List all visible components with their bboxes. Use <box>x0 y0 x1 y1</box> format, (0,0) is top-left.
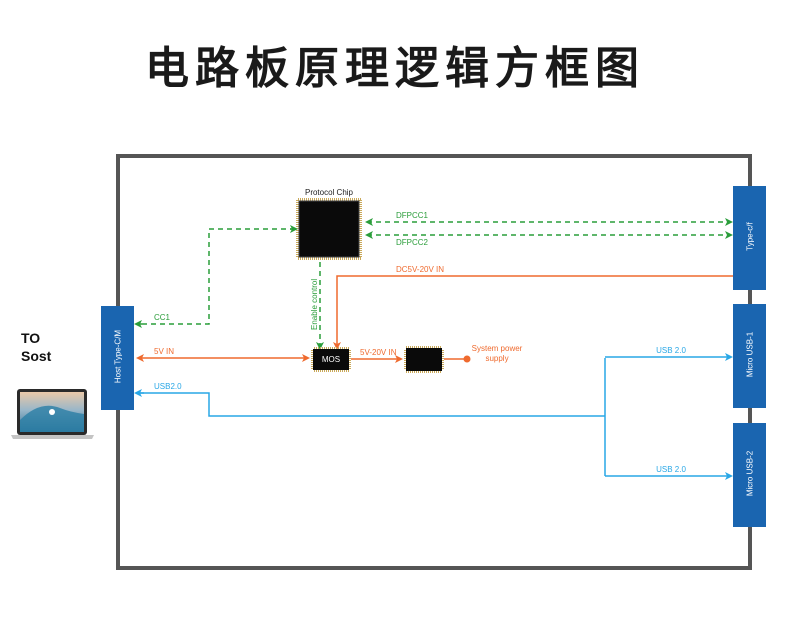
micro-usb-1-port: Micro USB-1 <box>733 304 766 408</box>
usb-host-label: USB2.0 <box>154 382 182 391</box>
host-label-line1: TO <box>21 330 41 346</box>
host-typec-port: Host Type-C/M <box>101 306 134 410</box>
diagram-title: 电路板原理逻辑方框图 <box>145 43 645 94</box>
mos-out-label: 5V-20V IN <box>360 348 397 357</box>
five-v-in-label: 5V IN <box>154 347 174 356</box>
host-label-line2: Sost <box>21 348 52 364</box>
usb-host-line <box>139 392 605 417</box>
system-power-label-line1: System power <box>472 344 523 353</box>
micro-usb-2-port: Micro USB-2 <box>733 423 766 527</box>
enable-control-label: Enable control <box>310 279 319 330</box>
usb-micro2-label: USB 2.0 <box>656 465 686 474</box>
usb-micro1-label: USB 2.0 <box>656 346 686 355</box>
system-power-dot <box>463 355 471 363</box>
micro-usb-1-port-label: Micro USB-1 <box>745 331 755 378</box>
cc1-label: CC1 <box>154 313 171 322</box>
power-chip <box>404 346 444 373</box>
host-label: TO Sost <box>21 329 51 365</box>
micro-usb-2-port-label: Micro USB-2 <box>745 450 755 497</box>
protocol-chip <box>296 198 362 260</box>
mos-chip-label: MOS <box>322 355 340 364</box>
dc-in-line <box>333 275 735 350</box>
dc-in-label: DC5V-20V IN <box>396 265 444 274</box>
cc1-line <box>139 228 295 325</box>
dfpcc2-label: DFPCC2 <box>396 238 429 247</box>
mos-chip <box>311 347 351 372</box>
type-cf-port: Type-c/f <box>733 186 766 290</box>
system-power-label-line2: supply <box>485 354 508 363</box>
dfpcc1-label: DFPCC1 <box>396 211 429 220</box>
laptop-icon <box>11 389 94 439</box>
host-typec-port-label: Host Type-C/M <box>113 329 123 384</box>
protocol-chip-label: Protocol Chip <box>305 188 354 197</box>
type-cf-port-label: Type-c/f <box>745 222 755 251</box>
